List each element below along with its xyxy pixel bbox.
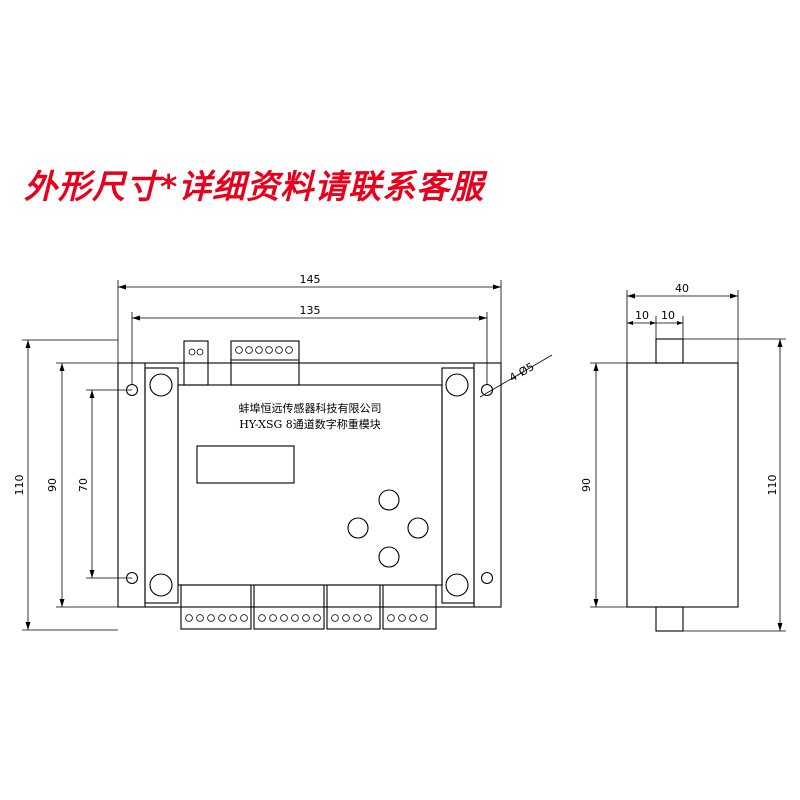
terminal-pin <box>313 614 321 622</box>
side-view: 40 10 10 90 110 <box>580 282 786 632</box>
page-title: 外形尺寸*详细资料请联系客服 <box>24 167 485 206</box>
terminal-pin <box>240 614 248 622</box>
arrowhead <box>627 321 633 325</box>
arrowhead <box>777 623 783 631</box>
arrowhead <box>118 284 126 290</box>
dim-label-90: 90 <box>46 478 59 492</box>
terminal-pin <box>258 614 266 622</box>
dimension-side-depth: 40 <box>626 282 739 363</box>
terminal-pin <box>245 346 253 354</box>
left-flange <box>144 367 179 604</box>
dim-label-110: 110 <box>13 475 26 496</box>
right-flange <box>441 367 475 604</box>
model-label: HY-XSG 8通道数字称重模块 <box>239 417 381 431</box>
terminal-pin <box>185 614 193 622</box>
terminal-pin <box>269 614 277 622</box>
bottom-terminal-block-1 <box>180 584 252 630</box>
arrowhead <box>593 599 599 607</box>
dimension-holes-callout: 4-Ø5 <box>479 354 553 398</box>
terminal-pin <box>364 614 372 622</box>
dim-label-10-b: 10 <box>661 309 675 322</box>
terminal-pin <box>255 346 263 354</box>
mounting-hole-top-right <box>480 383 494 397</box>
dim-label-holes: 4-Ø5 <box>507 360 537 385</box>
arrowhead <box>627 293 635 299</box>
arrowhead <box>650 321 656 325</box>
terminal-pin <box>420 614 428 622</box>
terminal-pin <box>387 614 395 622</box>
boss-top-right <box>445 373 469 397</box>
module-housing <box>177 384 443 586</box>
arrowhead <box>132 315 140 321</box>
top-terminal-pins <box>235 346 293 354</box>
terminal-pin <box>331 614 339 622</box>
terminal-pin <box>398 614 406 622</box>
terminal-pin <box>291 614 299 622</box>
arrowhead <box>777 339 783 347</box>
arrowhead <box>89 570 95 578</box>
dimension-side-overall-height: 110 <box>683 338 786 632</box>
dimension-overall-height: 110 <box>13 339 118 631</box>
terminal-pin <box>302 614 310 622</box>
base-plate-outline <box>117 362 502 608</box>
boss-bottom-left <box>149 573 173 597</box>
company-label: 蚌埠恒远传感器科技有限公司 <box>239 401 382 415</box>
dim-label-10-a: 10 <box>635 309 649 322</box>
arrowhead <box>25 340 31 348</box>
dim-label-side-110: 110 <box>766 475 779 496</box>
arrowhead <box>493 284 501 290</box>
side-body <box>626 362 739 608</box>
terminal-pin <box>353 614 361 622</box>
display-window <box>196 445 295 484</box>
bottom-terminal-block-4 <box>382 584 437 630</box>
dimension-side-steps: 10 10 <box>627 309 684 339</box>
button-up <box>378 489 400 511</box>
terminal-pin <box>342 614 350 622</box>
dimension-overall-width: 145 <box>117 273 502 363</box>
button-right <box>407 517 429 539</box>
terminal-pin <box>275 346 283 354</box>
dim-label-135: 135 <box>300 304 321 317</box>
arrowhead <box>677 321 683 325</box>
arrowhead <box>593 363 599 371</box>
bottom-terminal-block-2 <box>253 584 325 630</box>
boss-bottom-right <box>445 573 469 597</box>
terminal-pin <box>265 346 273 354</box>
terminal-pin <box>409 614 417 622</box>
terminal-pin <box>218 614 226 622</box>
dim-label-70: 70 <box>77 478 90 492</box>
dimension-hole-spacing-height: 70 <box>77 389 132 579</box>
terminal-pin <box>229 614 237 622</box>
power-terminal-2 <box>196 348 204 356</box>
terminal-pin <box>235 346 243 354</box>
dim-label-40: 40 <box>675 282 689 295</box>
side-top-connector <box>655 338 684 364</box>
front-view: 蚌埠恒远传感器科技有限公司 HY-XSG 8通道数字称重模块 <box>13 273 553 631</box>
dimension-hole-spacing-width: 135 <box>131 304 488 384</box>
arrowhead <box>25 622 31 630</box>
bottom-terminal-block-3 <box>326 584 381 630</box>
arrowhead <box>479 315 487 321</box>
terminal-pin <box>196 614 204 622</box>
side-bottom-connector <box>655 606 684 632</box>
arrowhead <box>89 390 95 398</box>
dimension-body-height: 90 <box>46 362 118 608</box>
top-terminal-block <box>230 340 300 386</box>
arrowhead <box>59 363 65 371</box>
button-down <box>378 546 400 568</box>
arrowhead <box>730 293 738 299</box>
leader-line <box>479 354 553 398</box>
terminal-pin <box>280 614 288 622</box>
dimension-side-body-height: 90 <box>580 362 627 608</box>
dim-label-145: 145 <box>300 273 321 286</box>
button-left <box>347 517 369 539</box>
boss-top-left <box>149 373 173 397</box>
mounting-hole-bottom-right <box>480 571 494 585</box>
arrowhead <box>59 599 65 607</box>
dim-label-side-90: 90 <box>580 478 593 492</box>
terminal-pin <box>285 346 293 354</box>
terminal-pin <box>207 614 215 622</box>
power-terminal-1 <box>188 348 196 356</box>
